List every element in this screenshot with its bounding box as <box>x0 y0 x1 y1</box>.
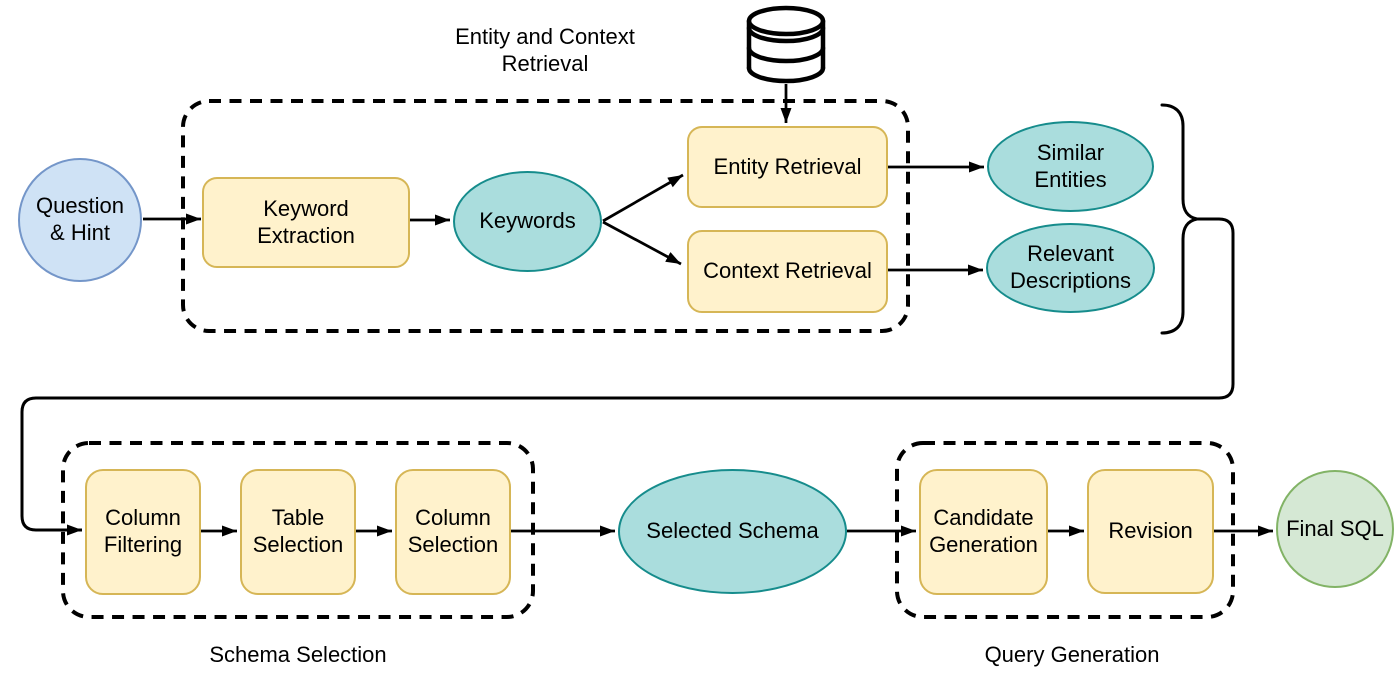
node-selected-schema: Selected Schema <box>618 469 847 594</box>
entity-context-retrieval-title: Entity and Context Retrieval <box>455 24 635 76</box>
edge-retrieval-outputs-to-schema-selection <box>20 217 1235 536</box>
node-similar-entities: Similar Entities <box>987 121 1154 212</box>
node-table-selection: Table Selection <box>240 469 356 595</box>
node-keywords: Keywords <box>453 171 602 272</box>
node-column-selection: Column Selection <box>395 469 511 595</box>
node-context-retrieval: Context Retrieval <box>687 230 888 313</box>
node-column-filtering: Column Filtering <box>85 469 201 595</box>
node-entity-retrieval: Entity Retrieval <box>687 126 888 208</box>
query-generation-title: Query Generation <box>984 642 1160 667</box>
database-icon <box>746 5 826 84</box>
edge-keywords-to-entity-retrieval <box>602 173 684 223</box>
node-candidate-generation: Candidate Generation <box>919 469 1048 595</box>
node-relevant-descriptions: Relevant Descriptions <box>986 223 1155 313</box>
node-question-hint: Question & Hint <box>18 158 142 282</box>
node-revision: Revision <box>1087 469 1214 594</box>
entity-context-retrieval-container <box>181 99 910 333</box>
edge-keywords-to-context-retrieval <box>602 220 682 266</box>
node-final-sql: Final SQL <box>1276 470 1394 588</box>
node-keyword-extraction: Keyword Extraction <box>202 177 410 268</box>
retrieval-outputs-brace <box>1160 103 1198 335</box>
schema-selection-title: Schema Selection <box>209 642 387 667</box>
